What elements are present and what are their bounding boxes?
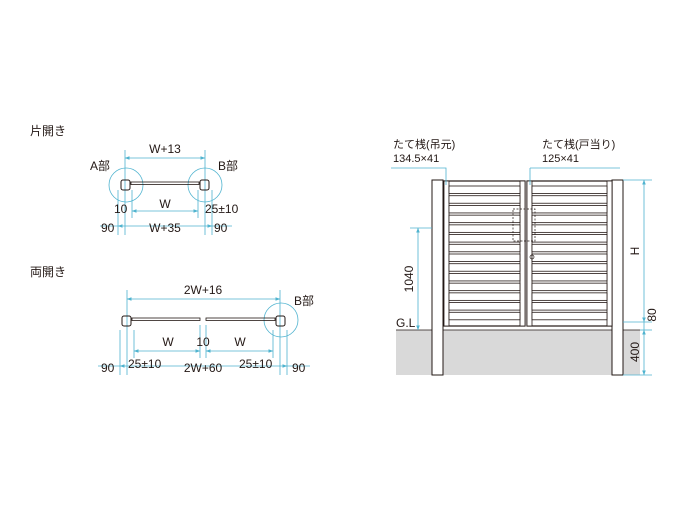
dim-label-400: 400	[628, 342, 642, 362]
gl-label: G.L	[396, 316, 416, 330]
dim-label-2w16: 2W+16	[184, 283, 223, 297]
gate-slat	[531, 214, 608, 224]
dim-label-80: 80	[645, 308, 659, 322]
gate-slat	[448, 282, 521, 292]
dim-label-h: H	[628, 247, 642, 256]
post-left	[120, 179, 131, 191]
post-right-double	[275, 315, 286, 327]
gate-slat	[531, 292, 608, 301]
hinge-stile-size: 134.5×41	[393, 153, 439, 165]
latch-stile-right	[526, 180, 533, 327]
dim-label-w35: W+35	[149, 221, 181, 235]
gate-slat	[448, 243, 521, 253]
gate-slat	[448, 302, 521, 311]
hinge-stile-label: たて桟(吊元)	[393, 137, 455, 151]
gate-leaf-right	[205, 317, 276, 321]
latch-stile-left	[519, 180, 526, 327]
dim-label-10: 10	[114, 202, 128, 216]
gate-slat	[448, 224, 521, 233]
post-right	[199, 179, 210, 191]
part-b-label: B部	[218, 158, 238, 173]
detail-circle-b-double	[263, 302, 299, 338]
dim-label-90-left: 90	[101, 221, 115, 235]
dim-label-w13: W+13	[149, 142, 181, 156]
gate-slat	[448, 263, 521, 272]
post-left-double	[121, 315, 132, 327]
gate-slat	[531, 263, 608, 272]
dim-label-tol: 25±10	[205, 202, 239, 216]
double-swing-heading: 両開き	[30, 265, 66, 279]
gate-slat	[531, 273, 608, 282]
hinge-stile-left	[443, 180, 450, 327]
gate-leaf-left	[131, 317, 201, 321]
dim-label-tol-left: 25±10	[128, 357, 162, 371]
gate-elevation: G.L たて桟(吊元) 134.5×41 たて桟(戸当り) 125×41 104…	[391, 137, 659, 376]
latch-knob	[529, 254, 535, 260]
gate-slat	[448, 253, 521, 262]
gate-slat	[448, 292, 521, 301]
latch-area	[512, 208, 536, 242]
gate-slats	[448, 185, 608, 321]
gate-leaf	[130, 181, 200, 185]
single-swing-heading: 片開き	[30, 124, 66, 138]
latch-stile-label: たて桟(戸当り)	[542, 137, 615, 151]
gate-slat	[448, 205, 521, 214]
dim-label-w: W	[159, 197, 171, 211]
gate-slat	[531, 234, 608, 243]
dim-label-2w60: 2W+60	[184, 361, 223, 375]
gate-slat	[448, 311, 521, 321]
post-right-elevation	[611, 179, 624, 376]
part-a-label: A部	[90, 158, 110, 173]
gate-slat	[531, 253, 608, 262]
dim-label-tol-right: 25±10	[239, 357, 273, 371]
double-swing-plan: 両開き 2W+16 B部 W 10 W 90 25±10 2W+60	[30, 265, 314, 375]
gate-slat	[531, 311, 608, 321]
dim-label-w-left: W	[162, 335, 174, 349]
gate-slat	[531, 224, 608, 233]
gate-slat	[448, 273, 521, 282]
gate-slat	[531, 282, 608, 292]
hinge-stile-right	[606, 180, 613, 327]
gate-slat	[448, 214, 521, 224]
part-b-label-double: B部	[294, 293, 314, 308]
gate-slat	[448, 185, 521, 194]
gate-slat	[448, 195, 521, 204]
dim-label-10-double: 10	[196, 335, 210, 349]
dim-label-90-right-double: 90	[292, 361, 306, 375]
gate-slat	[531, 195, 608, 204]
dim-label-w-right: W	[234, 335, 246, 349]
dim-label-1040: 1040	[402, 265, 416, 292]
post-left-elevation	[431, 179, 444, 376]
gate-slat	[531, 205, 608, 214]
gate-slat	[448, 234, 521, 243]
single-swing-plan: 片開き W+13 A部 B部 W 10 25±10 W+35 90 90	[30, 124, 239, 235]
leader-hinge-stile	[391, 167, 447, 185]
detail-circle-b	[187, 167, 223, 203]
dim-label-90-left-double: 90	[101, 361, 115, 375]
gate-slat	[531, 302, 608, 311]
dim-label-90-right: 90	[214, 221, 228, 235]
detail-circle-a	[108, 167, 144, 203]
latch-stile-size: 125×41	[542, 153, 579, 165]
gate-slat	[531, 185, 608, 194]
gate-slat	[531, 243, 608, 253]
